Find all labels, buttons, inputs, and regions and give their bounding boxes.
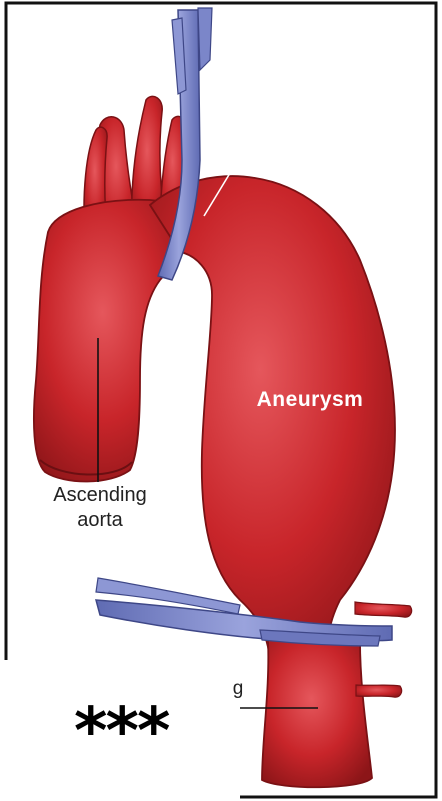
ascending-aorta-label-line2: aorta	[38, 509, 162, 532]
descending-aorta-shape	[262, 640, 372, 787]
aneurysm-label: Aneurysm	[240, 388, 380, 412]
ascending-aorta-label-line1: Ascending	[38, 484, 162, 507]
aortic-arch-label-line1: Aortic	[225, 103, 309, 125]
cut-label-fragment: g	[227, 678, 249, 700]
aortic-arch-label-line2: arch	[225, 126, 309, 148]
redaction-stars: ***	[74, 700, 168, 764]
